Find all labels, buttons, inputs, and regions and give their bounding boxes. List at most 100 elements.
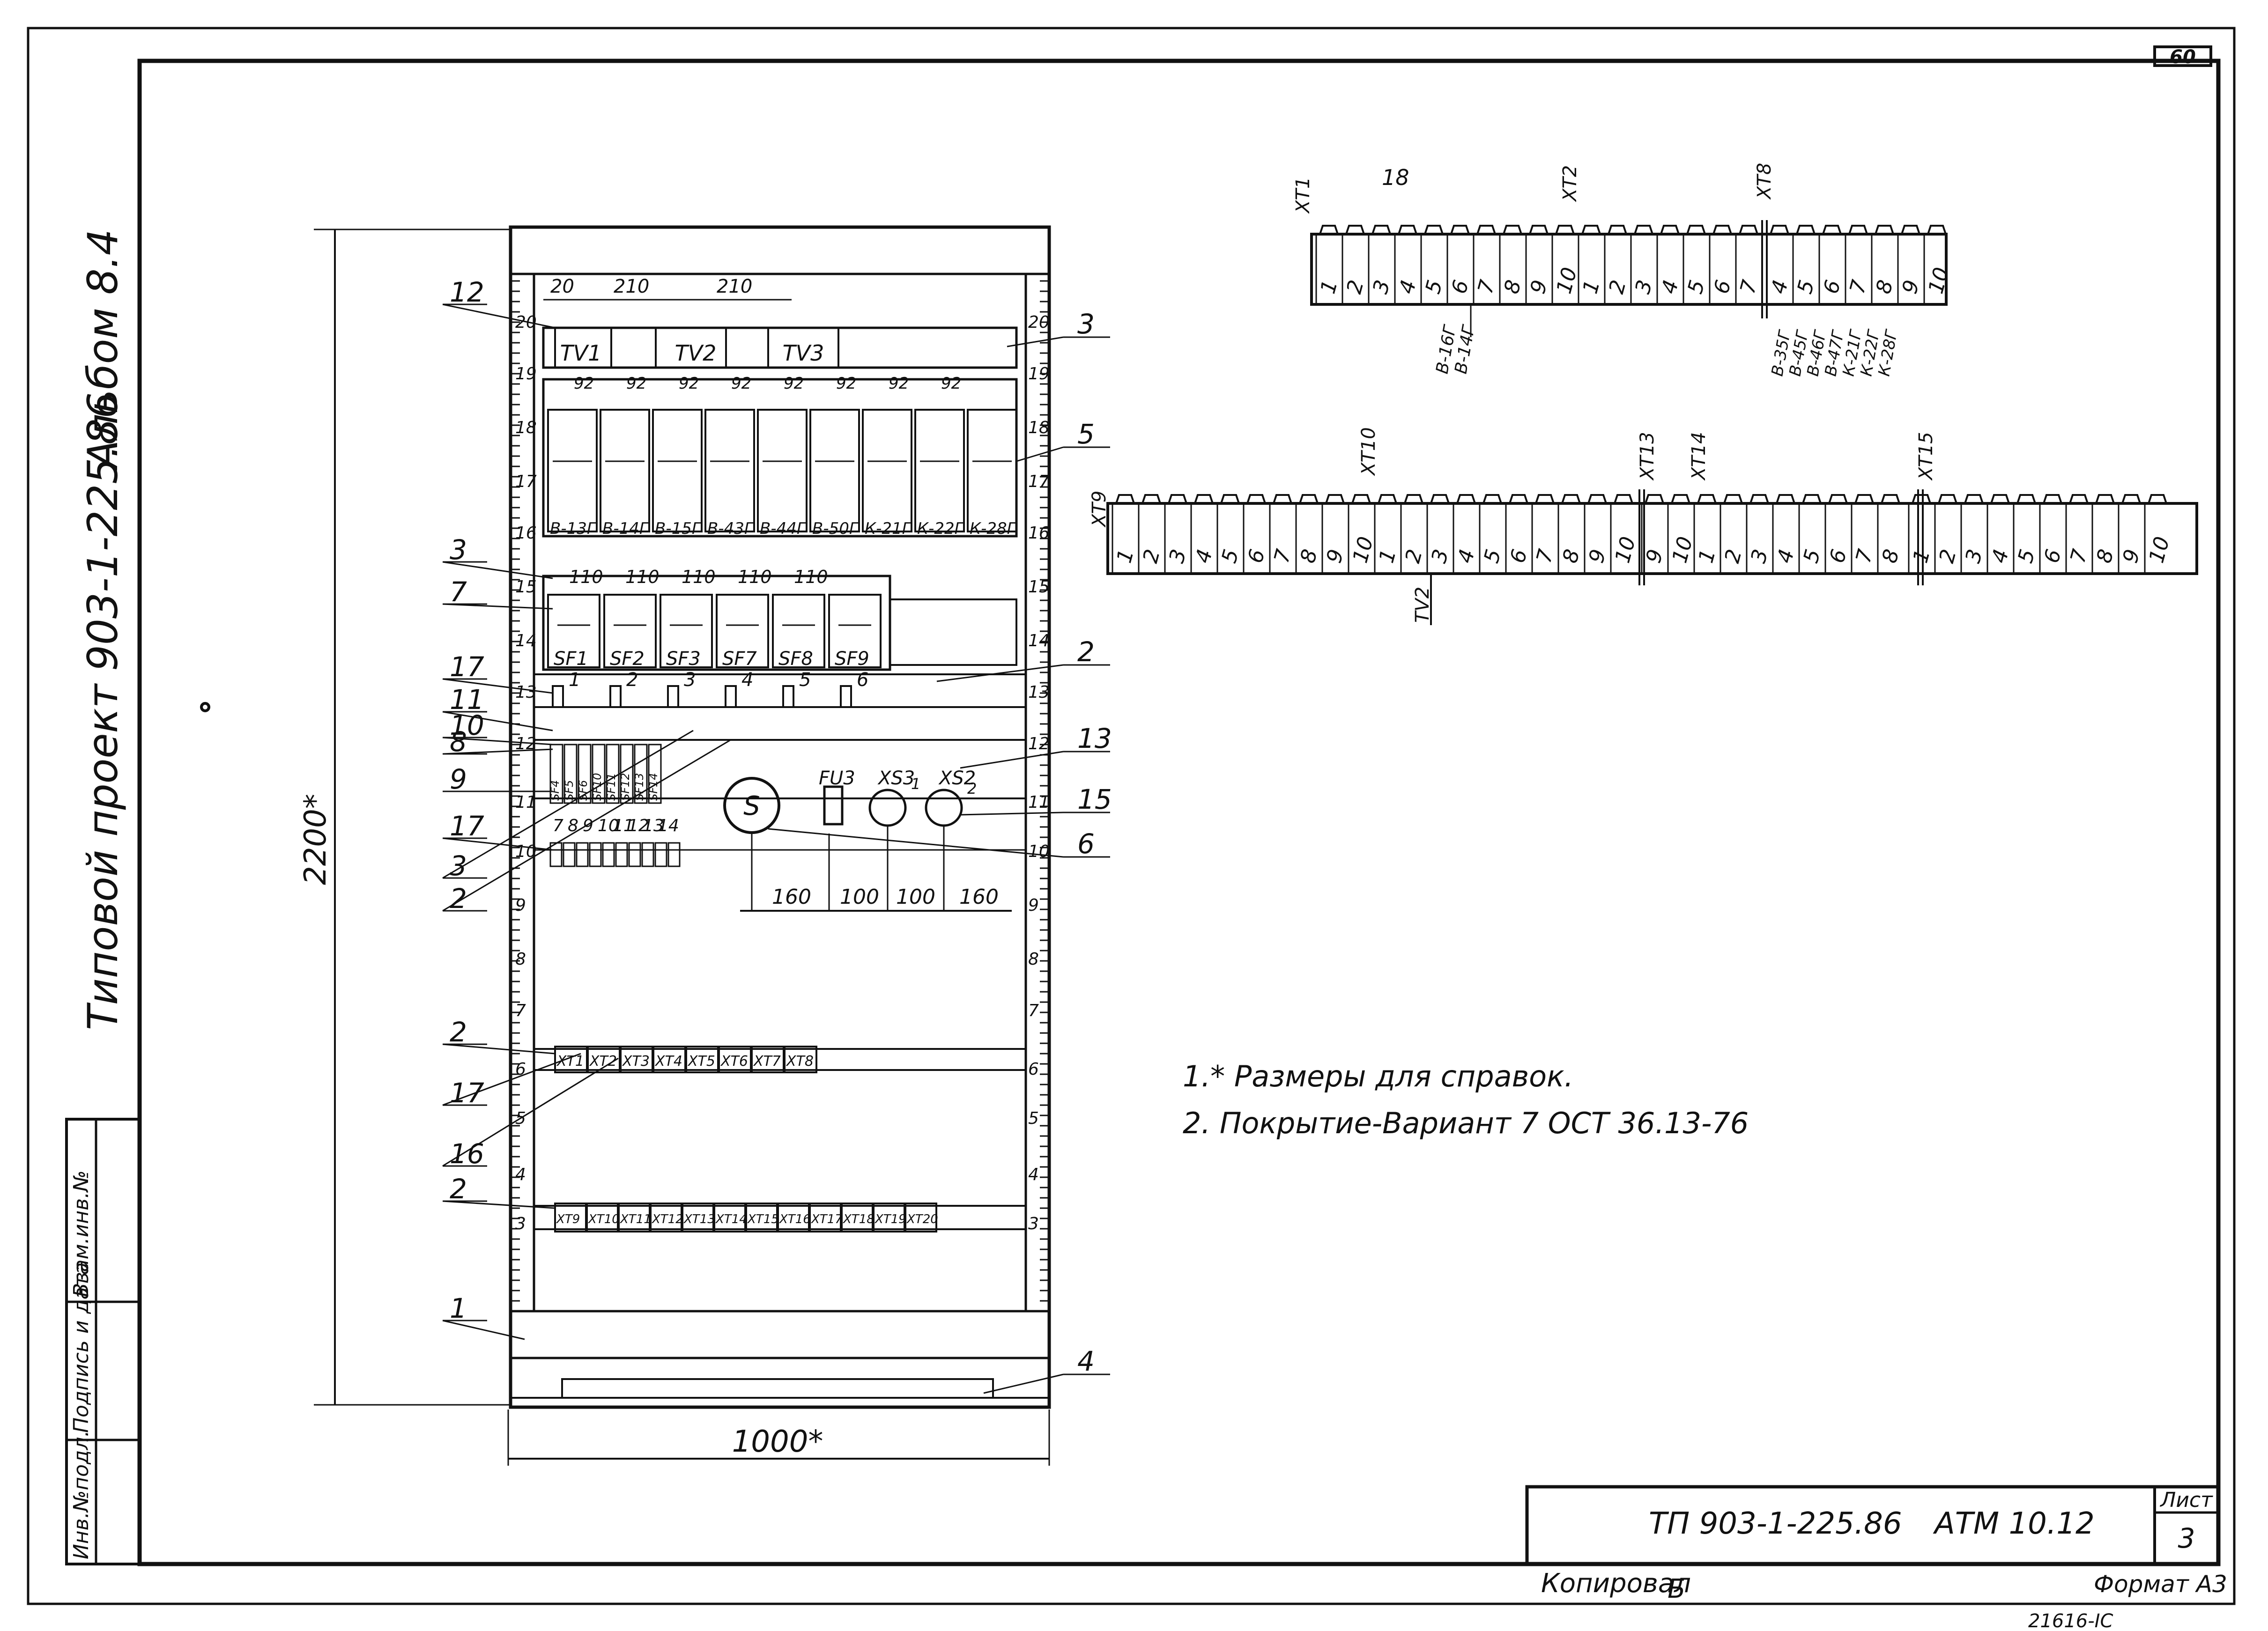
terminal-label: XT9 bbox=[556, 1212, 580, 1226]
breaker-box bbox=[772, 594, 825, 668]
strip-bottom-number: 1 bbox=[1374, 547, 1401, 566]
relay-label: В-50Г bbox=[812, 519, 860, 538]
strip-top-number: 5 bbox=[1421, 278, 1447, 296]
note-1: 1.* Размеры для справок. bbox=[1183, 1059, 1573, 1093]
breaker-dim: 110 bbox=[625, 567, 660, 587]
relay-dim: 92 bbox=[941, 374, 961, 393]
rail-number-left: 8 bbox=[515, 950, 526, 969]
xs3-label: XS3 bbox=[877, 768, 915, 789]
relay-label: К-28Г bbox=[970, 519, 1017, 538]
project-title: Типовой проект 903-1-225.86 bbox=[79, 392, 127, 1030]
strip-top-number: 9 bbox=[1526, 278, 1552, 296]
rail-number-right: 3 bbox=[1028, 1214, 1039, 1233]
small-breaker-number: 8 bbox=[568, 816, 578, 835]
rail-number-right: 4 bbox=[1028, 1165, 1039, 1184]
callout-left: 2 bbox=[450, 1173, 467, 1205]
strip-top-number: 7 bbox=[1735, 278, 1762, 296]
rail-number-right: 6 bbox=[1028, 1060, 1039, 1079]
breaker-label: SF3 bbox=[666, 648, 701, 670]
terminal-label: XT20 bbox=[906, 1212, 938, 1226]
terminal-label: XT12 bbox=[651, 1212, 683, 1226]
callout-right: 6 bbox=[1077, 828, 1095, 860]
rail-number-left: 6 bbox=[515, 1060, 526, 1079]
strip-top-number: 9 bbox=[1897, 278, 1924, 296]
callout-left: 12 bbox=[450, 276, 484, 308]
strip-bottom-number: 3 bbox=[1164, 547, 1191, 566]
strip-bottom-number: 5 bbox=[1217, 547, 1244, 566]
strip-bottom-number: 4 bbox=[1987, 547, 2014, 566]
terminal-block bbox=[904, 1203, 937, 1232]
strip-bot-xt14: XT14 bbox=[1688, 432, 1710, 481]
strip-top-number: 4 bbox=[1766, 278, 1793, 296]
breaker-box bbox=[716, 594, 769, 668]
strip-bottom-number: 8 bbox=[2092, 547, 2119, 566]
callout-left: 9 bbox=[450, 763, 467, 795]
strip-top-number: 3 bbox=[1368, 278, 1395, 296]
dim-160-a: 160 bbox=[772, 885, 811, 909]
strip-bottom-number: 7 bbox=[1532, 547, 1558, 566]
small-breaker-number: 7 bbox=[553, 816, 563, 835]
callout-right: 5 bbox=[1077, 418, 1095, 450]
strip-bottom-number: 9 bbox=[2118, 547, 2145, 566]
copied-mark: Б bbox=[1668, 1574, 1685, 1604]
callout-left: 3 bbox=[450, 534, 467, 566]
breaker-box bbox=[547, 594, 600, 668]
strip-bot-xt10: XT10 bbox=[1358, 427, 1379, 476]
rail-number-right: 9 bbox=[1028, 896, 1039, 915]
strip-bot-xt13: XT13 bbox=[1637, 432, 1658, 481]
callout-right: 15 bbox=[1077, 783, 1112, 815]
fuse-holder bbox=[725, 685, 737, 708]
relay-label: К-21Г bbox=[865, 519, 912, 538]
rail-number-right: 7 bbox=[1028, 1001, 1039, 1020]
breaker-dim: 110 bbox=[569, 567, 603, 587]
rail-number-left: 10 bbox=[515, 842, 537, 861]
strip-bottom-number: 8 bbox=[1877, 547, 1904, 566]
strip-top-number: 6 bbox=[1709, 278, 1736, 296]
xs2-label: XS2 bbox=[938, 768, 976, 789]
dim-210-b: 210 bbox=[717, 276, 752, 297]
strip-bottom-number: 8 bbox=[1296, 547, 1322, 566]
strip-bottom-number: 1 bbox=[1908, 547, 1935, 566]
rail-number-right: 11 bbox=[1028, 793, 1050, 812]
relay-box bbox=[967, 409, 1017, 532]
callout-left: 11 bbox=[450, 684, 484, 716]
stamp-label-1: Инв.№подл. bbox=[69, 1430, 93, 1559]
relay-box bbox=[600, 409, 650, 532]
bottom-code: 21616-IC bbox=[2028, 1610, 2113, 1631]
relay-dim: 92 bbox=[784, 374, 804, 393]
strip-bottom-number: 6 bbox=[1505, 547, 1532, 566]
callout-left: 2 bbox=[450, 1016, 467, 1048]
fuse-holder bbox=[667, 685, 679, 708]
relay-dim: 92 bbox=[889, 374, 909, 393]
strip-bottom-number: 6 bbox=[1243, 547, 1270, 566]
fuse-number: 2 bbox=[626, 669, 638, 691]
strip-bottom-number: 3 bbox=[1746, 547, 1773, 566]
terminal-label: XT4 bbox=[654, 1053, 682, 1070]
callout-right: 3 bbox=[1077, 308, 1095, 340]
small-breaker bbox=[578, 744, 592, 804]
relay-box bbox=[862, 409, 912, 532]
relay-label: В-43Г bbox=[707, 519, 755, 538]
callout-right: 4 bbox=[1077, 1345, 1095, 1377]
terminal-label: XT11 bbox=[619, 1212, 652, 1226]
rail-number-right: 20 bbox=[1028, 313, 1050, 332]
callout-left: 7 bbox=[450, 576, 467, 608]
relay-label: В-14Г bbox=[602, 519, 650, 538]
rail-number-right: 17 bbox=[1028, 472, 1050, 491]
stamp-label-3: Взам.инв.№ bbox=[69, 1170, 93, 1297]
small-breaker-label: SF5 bbox=[563, 780, 576, 801]
tv1-label: TV1 bbox=[560, 340, 602, 366]
breaker-label: SF8 bbox=[778, 648, 813, 670]
strip-bottom-number: 4 bbox=[1453, 547, 1480, 566]
relay-dim: 92 bbox=[731, 374, 751, 393]
fuse-number: 4 bbox=[741, 669, 753, 691]
strip-bottom-number: 3 bbox=[1961, 547, 1987, 566]
outer-border bbox=[27, 27, 2236, 1605]
strip-bottom-number: 1 bbox=[1112, 547, 1139, 566]
fu3-label: FU3 bbox=[819, 768, 855, 789]
strip-top-number: 1 bbox=[1578, 278, 1605, 296]
rail-number-left: 13 bbox=[515, 683, 537, 702]
strip-top-18: 18 bbox=[1382, 165, 1409, 190]
rail-number-left: 15 bbox=[515, 577, 537, 597]
strip-bottom-number: 5 bbox=[1799, 547, 1825, 566]
